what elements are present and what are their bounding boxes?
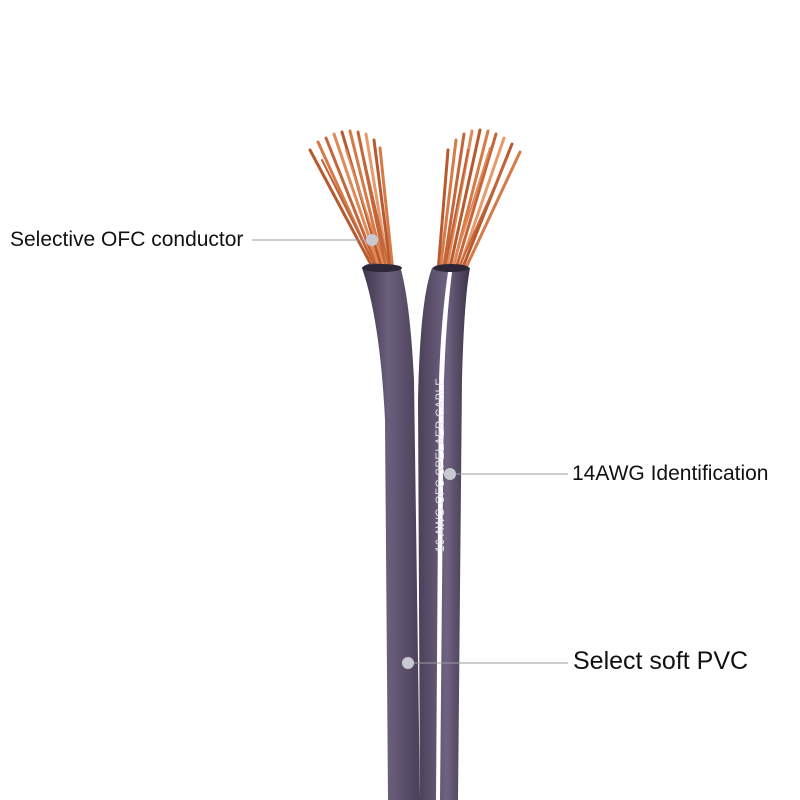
cable-print-text: 16 AWG OFC SPELAER CABLE (435, 378, 447, 552)
left-copper-strands (308, 129, 395, 274)
identification-stripe (436, 272, 452, 800)
callout-label-pvc: Select soft PVC (573, 647, 749, 675)
callout-dot-conductor (366, 234, 378, 246)
callout-label-conductor: Selective OFC conductor (10, 228, 244, 251)
right-jacket-end (433, 264, 469, 272)
right-pvc-jacket (418, 264, 470, 800)
callout-label-identification: 14AWG Identification (572, 462, 769, 485)
left-jacket-end (362, 264, 402, 272)
right-copper-strands (436, 128, 522, 274)
callout-dot-pvc (402, 657, 414, 669)
callout-dot-identification (444, 468, 456, 480)
left-pvc-jacket (362, 263, 420, 800)
